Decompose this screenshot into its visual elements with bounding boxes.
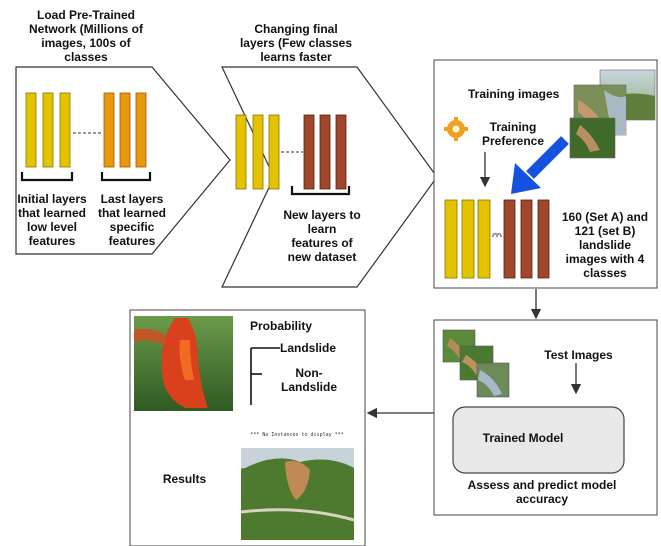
stage2-title: Changing final layers (Few classes learn… bbox=[239, 22, 353, 64]
stage2-label-new: New layers to learn features of new data… bbox=[283, 208, 361, 264]
stage1-bracket-initial bbox=[20, 172, 74, 182]
stage1-title: Load Pre-Trained Network (Millions of im… bbox=[29, 8, 143, 64]
stage1-label-last: Last layers that learned specific featur… bbox=[97, 192, 166, 248]
stage3-tiny-label: ahas bbox=[492, 231, 502, 236]
trained-model-box bbox=[452, 406, 625, 474]
training-preference-label: Training Preference bbox=[481, 120, 545, 148]
landslide-label: Landslide bbox=[280, 341, 337, 355]
results-label: Results bbox=[162, 472, 207, 486]
stage1-label-initial: Initial layers that learned low level fe… bbox=[17, 192, 87, 248]
stage1-bracket-last bbox=[100, 172, 152, 182]
gear-icon bbox=[444, 117, 468, 141]
stage2-bracket-new bbox=[290, 186, 351, 196]
no-instances-label: *** No Instances to display *** bbox=[250, 432, 344, 438]
non-landslide-label: Non- Landslide bbox=[280, 366, 337, 394]
stage3-brown-layers bbox=[503, 199, 550, 279]
landslide-hillside-image bbox=[240, 448, 355, 540]
probability-label: Probability bbox=[249, 319, 312, 333]
stage2-kept-layers bbox=[235, 114, 280, 190]
stage3-yellow-layers bbox=[444, 199, 491, 279]
test-image-stack bbox=[442, 329, 510, 398]
dataset-description: 160 (Set A) and 121 (set B) landslide im… bbox=[561, 210, 649, 280]
assess-label: Assess and predict model accuracy bbox=[467, 478, 617, 506]
test-images-label: Test Images bbox=[544, 348, 613, 362]
stage1-last-layers bbox=[103, 92, 147, 168]
landslide-aerial-image bbox=[134, 316, 233, 411]
trained-model-label: Trained Model bbox=[482, 431, 564, 445]
blue-arrow-icon bbox=[511, 136, 569, 194]
training-images-label: Training images bbox=[468, 87, 560, 101]
training-image-stack bbox=[569, 69, 656, 159]
stage1-initial-layers bbox=[25, 92, 71, 168]
stage2-new-layers bbox=[303, 114, 347, 190]
